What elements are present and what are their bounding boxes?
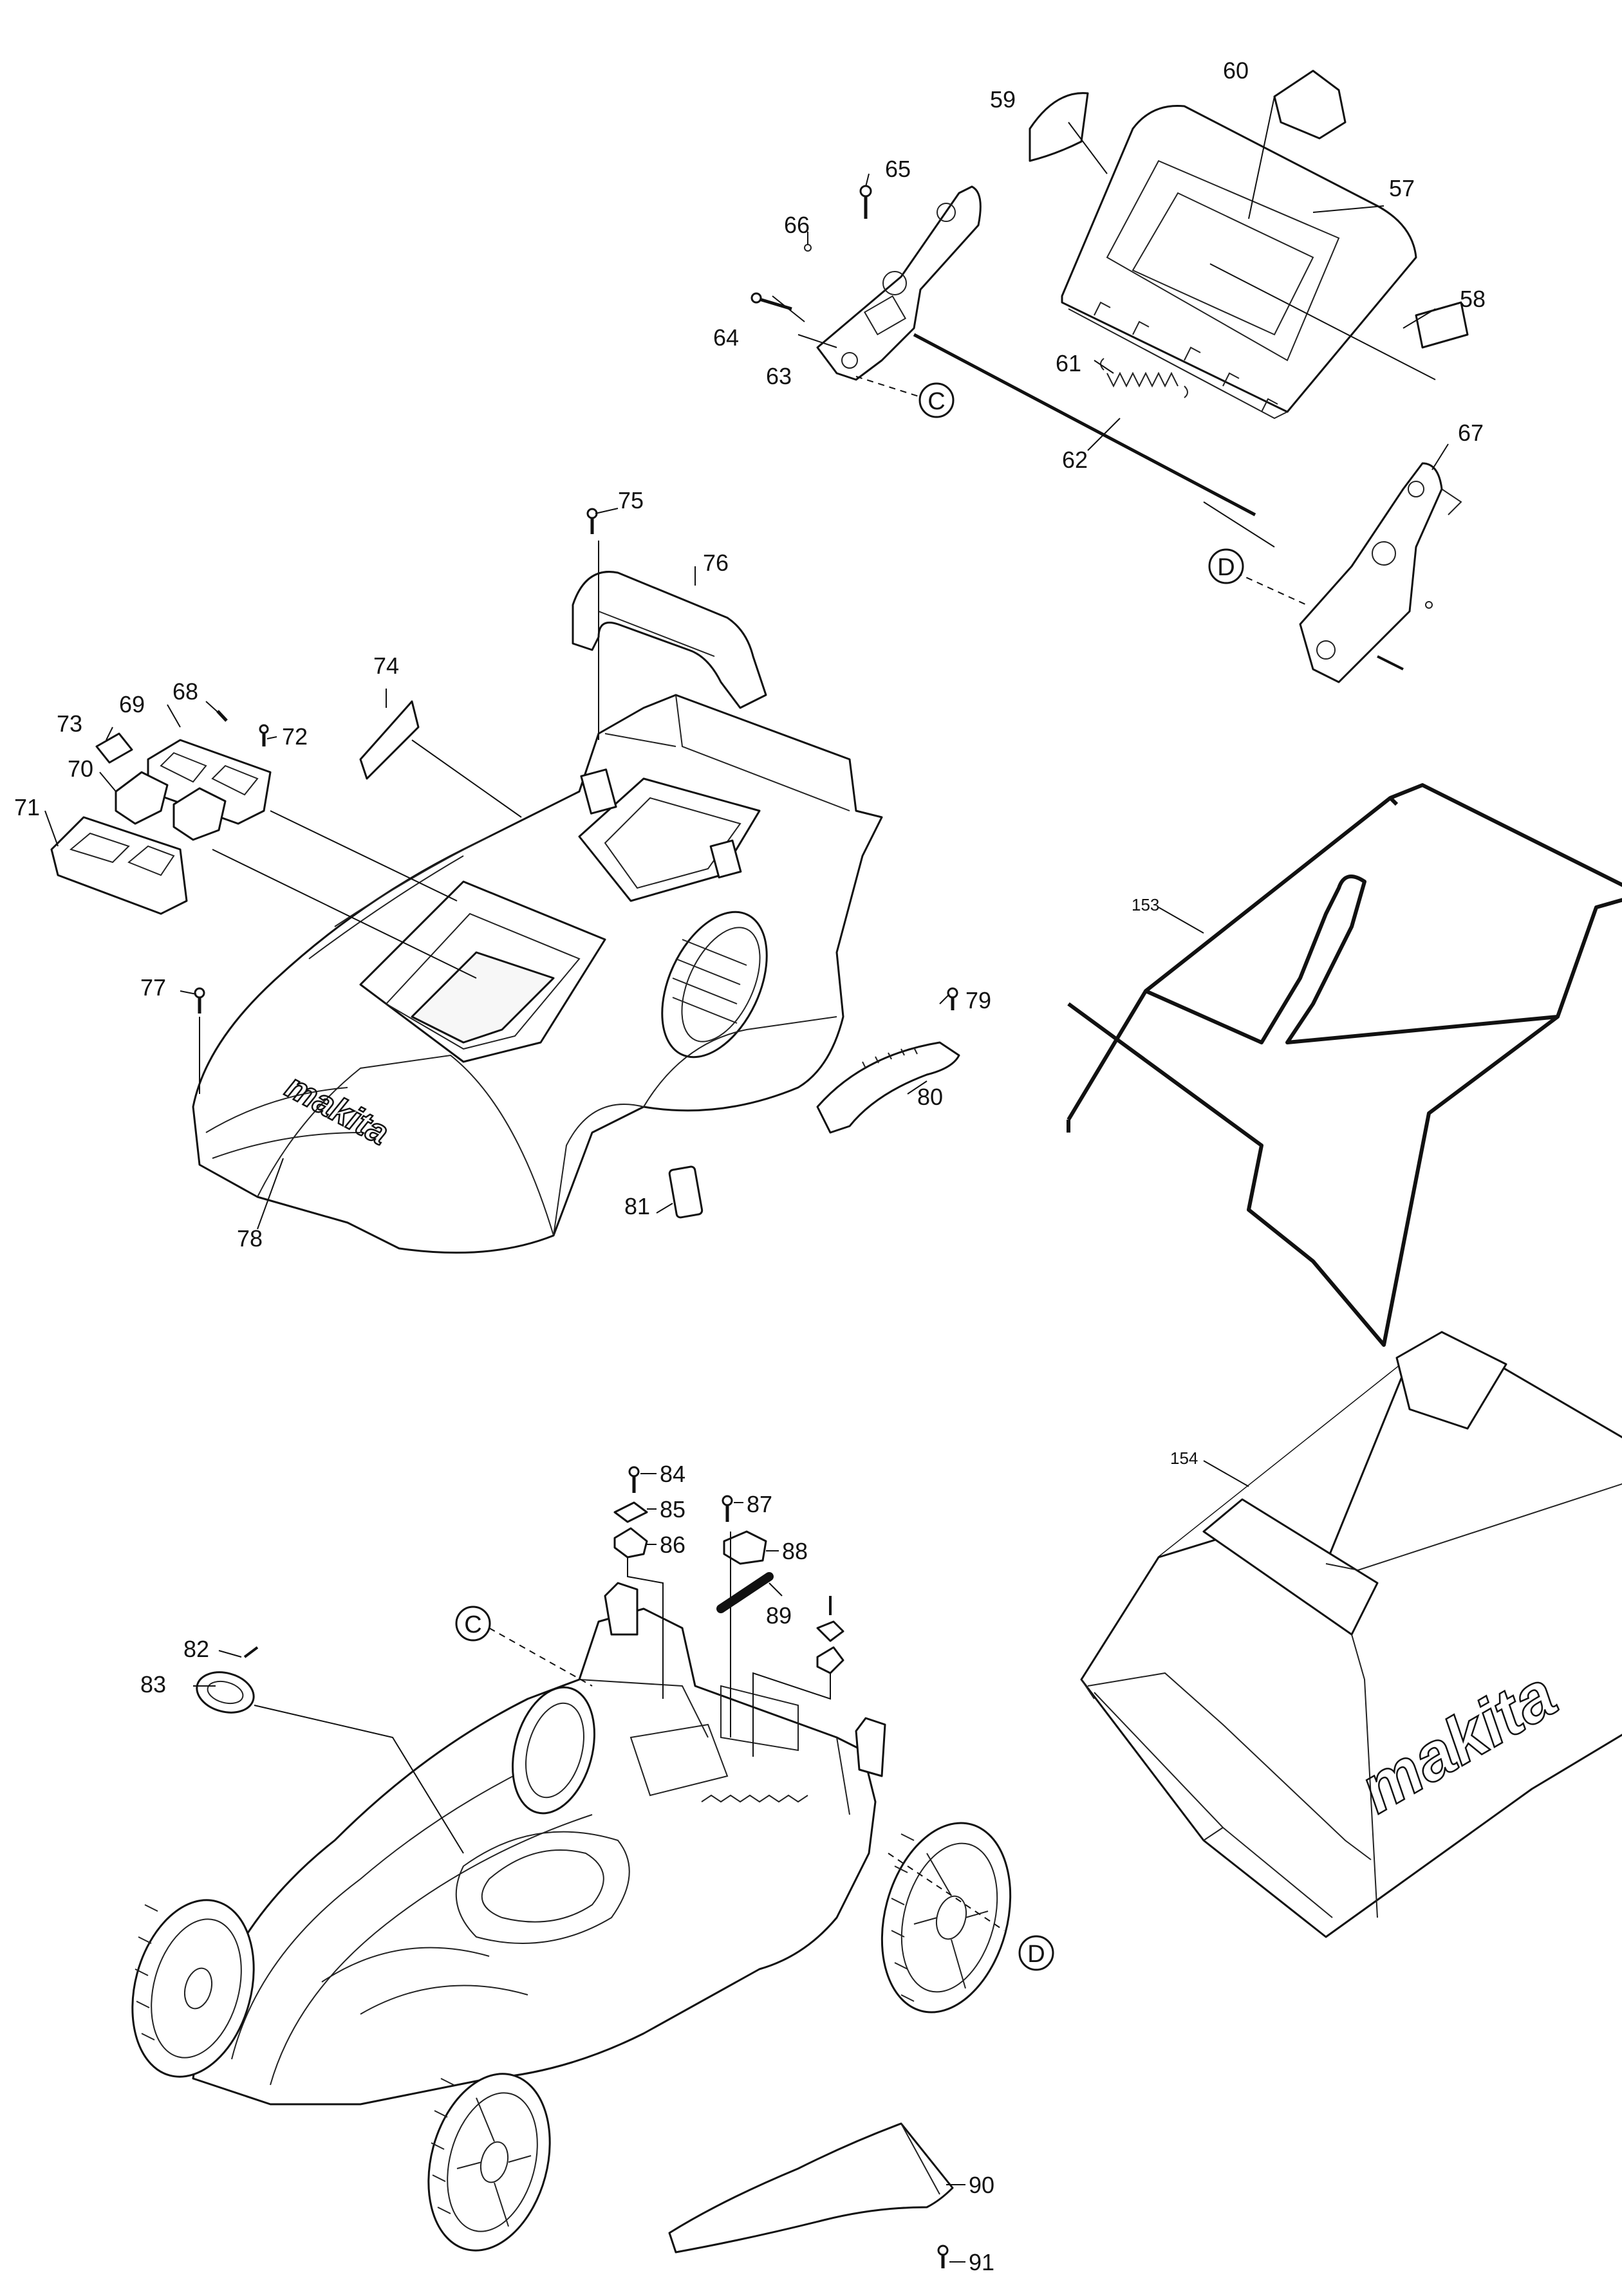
svg-text:D: D — [1217, 554, 1235, 581]
switch-70 — [115, 771, 169, 825]
part-label-72: 72 — [282, 723, 308, 750]
clip-88 — [723, 1530, 767, 1565]
reference-marker-c-bottom: C — [455, 1606, 491, 1642]
part-label-84: 84 — [660, 1461, 685, 1487]
part-label-64: 64 — [713, 324, 739, 351]
part-label-79: 79 — [965, 987, 991, 1014]
reference-marker-d-top: D — [1208, 548, 1244, 584]
part-label-88: 88 — [782, 1538, 808, 1564]
part-label-90: 90 — [969, 2172, 994, 2198]
part-label-77: 77 — [140, 974, 166, 1001]
right-bracket-67 — [1299, 462, 1443, 683]
part-label-153: 153 — [1132, 895, 1159, 914]
part-label-61: 61 — [1056, 350, 1081, 376]
part-label-85: 85 — [660, 1496, 685, 1523]
part-label-69: 69 — [119, 691, 145, 718]
clip-86 — [613, 1527, 648, 1559]
bag-frame-153 — [1067, 783, 1622, 1347]
grass-bag-assembly: makita — [1067, 783, 1622, 1938]
part-label-83: 83 — [140, 1671, 166, 1698]
part-label-74: 74 — [373, 653, 399, 679]
front-wheel-left — [131, 1899, 255, 2078]
part-label-73: 73 — [57, 710, 82, 737]
rod-62 — [913, 333, 1256, 517]
svg-text:C: C — [928, 388, 945, 415]
left-bracket-63 — [816, 185, 982, 381]
part-label-80: 80 — [917, 1084, 943, 1110]
part-label-70: 70 — [68, 755, 93, 782]
reference-marker-c-top: C — [918, 382, 955, 418]
discharge-flap-assembly — [750, 69, 1469, 683]
part-label-68: 68 — [172, 678, 198, 705]
part-label-58: 58 — [1460, 286, 1486, 312]
pad-73 — [95, 732, 133, 764]
part-label-65: 65 — [885, 156, 911, 182]
svg-text:C: C — [464, 1611, 481, 1638]
part-label-91: 91 — [969, 2249, 994, 2275]
part-label-63: 63 — [766, 363, 792, 389]
rear-wheel-left — [512, 1686, 595, 1815]
part-label-71: 71 — [14, 794, 40, 820]
rear-wheel-right — [881, 1822, 1012, 2014]
cover-part-80 — [816, 1041, 960, 1134]
spring-61 — [1106, 371, 1179, 388]
cap-83 — [196, 1671, 255, 1714]
part-label-87: 87 — [747, 1491, 772, 1517]
pad-60 — [1273, 69, 1347, 140]
mower-deck-assembly — [131, 1466, 1012, 2268]
key-81 — [668, 1165, 704, 1219]
pin-89 — [716, 1572, 774, 1613]
flap-cover-part — [1061, 104, 1417, 413]
svg-text:D: D — [1027, 1941, 1045, 1968]
part-label-89: 89 — [766, 1602, 792, 1629]
part-label-66: 66 — [784, 212, 810, 238]
housing-cover-assembly: makita — [44, 508, 960, 1254]
part-label-78: 78 — [237, 1225, 263, 1252]
part-label-62: 62 — [1062, 447, 1088, 473]
pad-58 — [1415, 301, 1469, 349]
carry-handle-76 — [572, 571, 767, 709]
part-label-67: 67 — [1458, 420, 1484, 446]
part-label-76: 76 — [703, 550, 729, 576]
part-label-154: 154 — [1170, 1449, 1198, 1468]
part-number-labels: 60 59 65 57 66 58 64 61 63 62 67 75 76 7… — [14, 57, 1486, 2275]
part-label-81: 81 — [624, 1193, 650, 1219]
part-label-57: 57 — [1389, 175, 1415, 201]
part-label-59: 59 — [990, 86, 1016, 113]
switch-70b — [172, 787, 227, 841]
front-wheel-right — [427, 2073, 551, 2252]
part-label-75: 75 — [618, 487, 644, 514]
chute-90 — [668, 2122, 954, 2254]
part-label-86: 86 — [660, 1532, 685, 1558]
switch-box-71 — [50, 816, 188, 915]
part-label-82: 82 — [183, 1636, 209, 1662]
mower-deck — [192, 1607, 877, 2106]
clip-85 — [613, 1501, 648, 1523]
reference-marker-d-bottom: D — [1018, 1935, 1054, 1971]
label-74 — [359, 700, 420, 780]
part-label-60: 60 — [1223, 57, 1249, 84]
pad-59 — [1029, 92, 1089, 162]
